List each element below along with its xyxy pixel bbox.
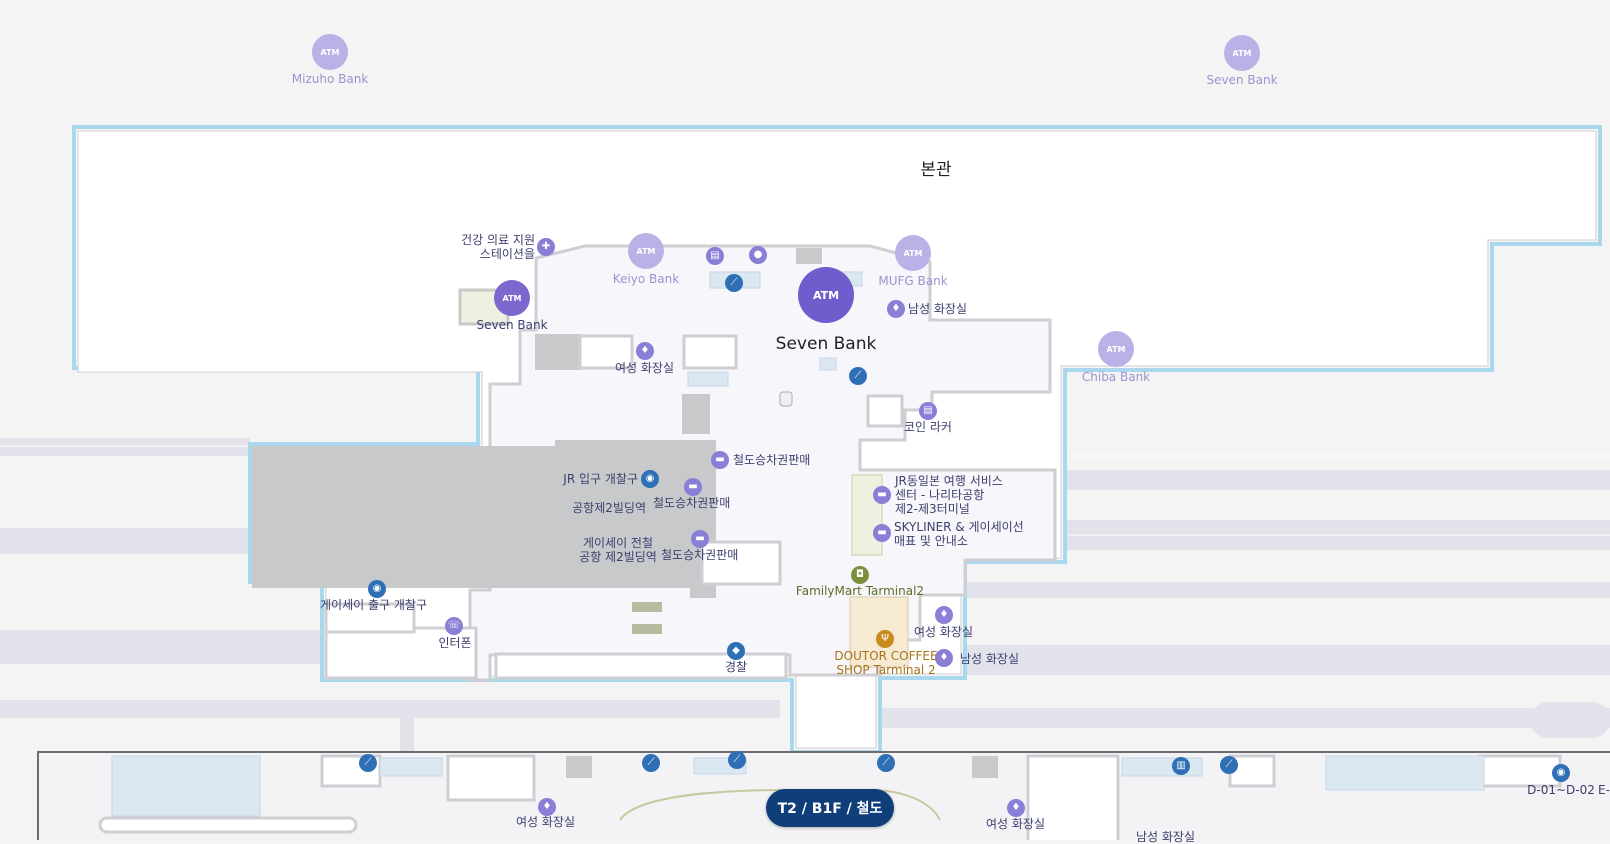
intercom-label: 인터폰 (438, 636, 472, 650)
men-restroom-label: 남성 화장실 (1136, 830, 1196, 844)
escalator-icon[interactable]: ⟋ (642, 754, 660, 772)
women-restroom-label: 여성 화장실 (615, 361, 675, 375)
ticket-icon[interactable]: ▬ (873, 486, 891, 504)
women-restroom-label: 여성 화장실 (516, 815, 576, 829)
skyliner-ticket-label: SKYLINER & 게이세이선 매표 및 안내소 (894, 520, 1024, 548)
escalator-icon[interactable]: ⟋ (877, 754, 895, 772)
jr-east-travel-center-label: JR동일본 여행 서비스 센터 - 나리타공항 제2-제3터미널 (895, 474, 1003, 516)
atm-label: MUFG Bank (878, 274, 948, 288)
restroom-icon[interactable]: ♦ (935, 649, 953, 667)
atm-label: Seven Bank (476, 318, 548, 332)
atm-pin-icon[interactable]: ATM (1098, 331, 1134, 367)
atm-label-selected: Seven Bank (775, 334, 877, 354)
gate-label: E- (1598, 783, 1610, 797)
health-station-label: 건강 의료 지원 스테이션을 (461, 233, 535, 261)
escalator-icon[interactable]: ⟋ (1220, 756, 1238, 774)
locker-icon[interactable]: ▤ (706, 247, 724, 265)
elevator-icon[interactable]: ▥ (1172, 757, 1190, 775)
men-restroom-label: 남성 화장실 (908, 302, 968, 316)
police-icon[interactable]: ◆ (727, 642, 745, 660)
escalator-icon[interactable]: ⟋ (725, 274, 743, 292)
atm-pin-icon[interactable]: ATM (895, 235, 931, 271)
restroom-icon[interactable]: ♦ (935, 606, 953, 624)
escalator-icon[interactable]: ⟋ (728, 751, 746, 769)
rail-ticket-label: 철도승차권판매 (733, 453, 811, 467)
restroom-icon[interactable]: ♦ (538, 798, 556, 816)
station-label: 공항제2빌딩역 (572, 501, 646, 515)
atm-pin-icon[interactable]: ATM (628, 233, 664, 269)
escalator-icon[interactable]: ⟋ (849, 367, 867, 385)
locker-icon[interactable]: ▤ (919, 402, 937, 420)
escalator-icon[interactable]: ⟋ (359, 754, 377, 772)
atm-pin-icon[interactable]: ATM (798, 267, 854, 323)
restroom-icon[interactable]: ♦ (636, 342, 654, 360)
coin-locker-label: 코인 라커 (904, 420, 952, 434)
atm-label: Keiyo Bank (612, 272, 680, 286)
ticket-icon[interactable]: ▬ (691, 530, 709, 548)
floor-selector-button[interactable]: T2 / B1F / 철도 (766, 789, 894, 827)
restaurant-icon[interactable]: Ψ (876, 630, 894, 648)
shop-bag-icon[interactable]: ◘ (851, 566, 869, 584)
gate-icon[interactable]: ◉ (368, 580, 386, 598)
men-restroom-label: 남성 화장실 (960, 652, 1020, 666)
atm-label: Mizuho Bank (291, 72, 369, 86)
ticket-icon[interactable]: ▬ (873, 524, 891, 542)
women-restroom-label: 여성 화장실 (986, 817, 1046, 831)
gate-label: D-01~D-02 (1527, 783, 1595, 797)
gate-icon[interactable]: ◉ (1552, 764, 1570, 782)
atm-pin-icon[interactable]: ATM (494, 280, 530, 316)
atm-pin-icon[interactable]: ATM (1224, 35, 1260, 71)
rail-ticket-label: 철도승차권판매 (661, 548, 739, 562)
gate-icon[interactable]: ◉ (641, 470, 659, 488)
atm-label: Chiba Bank (1081, 370, 1151, 384)
baby-icon[interactable]: ● (749, 246, 767, 264)
jr-gate-label: JR 입구 개찰구 (563, 472, 638, 486)
atm-pin-icon[interactable]: ATM (312, 34, 348, 70)
keisei-exit-gate-label: 게이세이 출구 개찰구 (320, 598, 427, 612)
women-restroom-label: 여성 화장실 (914, 625, 974, 639)
keisei-station-label: 게이세이 전철 공항 제2빌딩역 (579, 536, 657, 564)
ticket-icon[interactable]: ▬ (711, 451, 729, 469)
restroom-icon[interactable]: ♦ (1007, 799, 1025, 817)
atm-label: Seven Bank (1206, 73, 1278, 87)
building-title: 본관 (920, 160, 952, 180)
medical-cross-icon[interactable]: ✚ (537, 238, 555, 256)
doutor-coffee-label: DOUTOR COFFEE SHOP Tarminal 2 (834, 649, 938, 677)
intercom-icon[interactable]: ☏ (445, 617, 463, 635)
ticket-icon[interactable]: ▬ (684, 478, 702, 496)
rail-ticket-label: 철도승차권판매 (653, 496, 731, 510)
police-label: 경찰 (724, 660, 748, 674)
familymart-label: FamilyMart Tarminal2 (795, 584, 925, 598)
restroom-icon[interactable]: ♦ (887, 300, 905, 318)
